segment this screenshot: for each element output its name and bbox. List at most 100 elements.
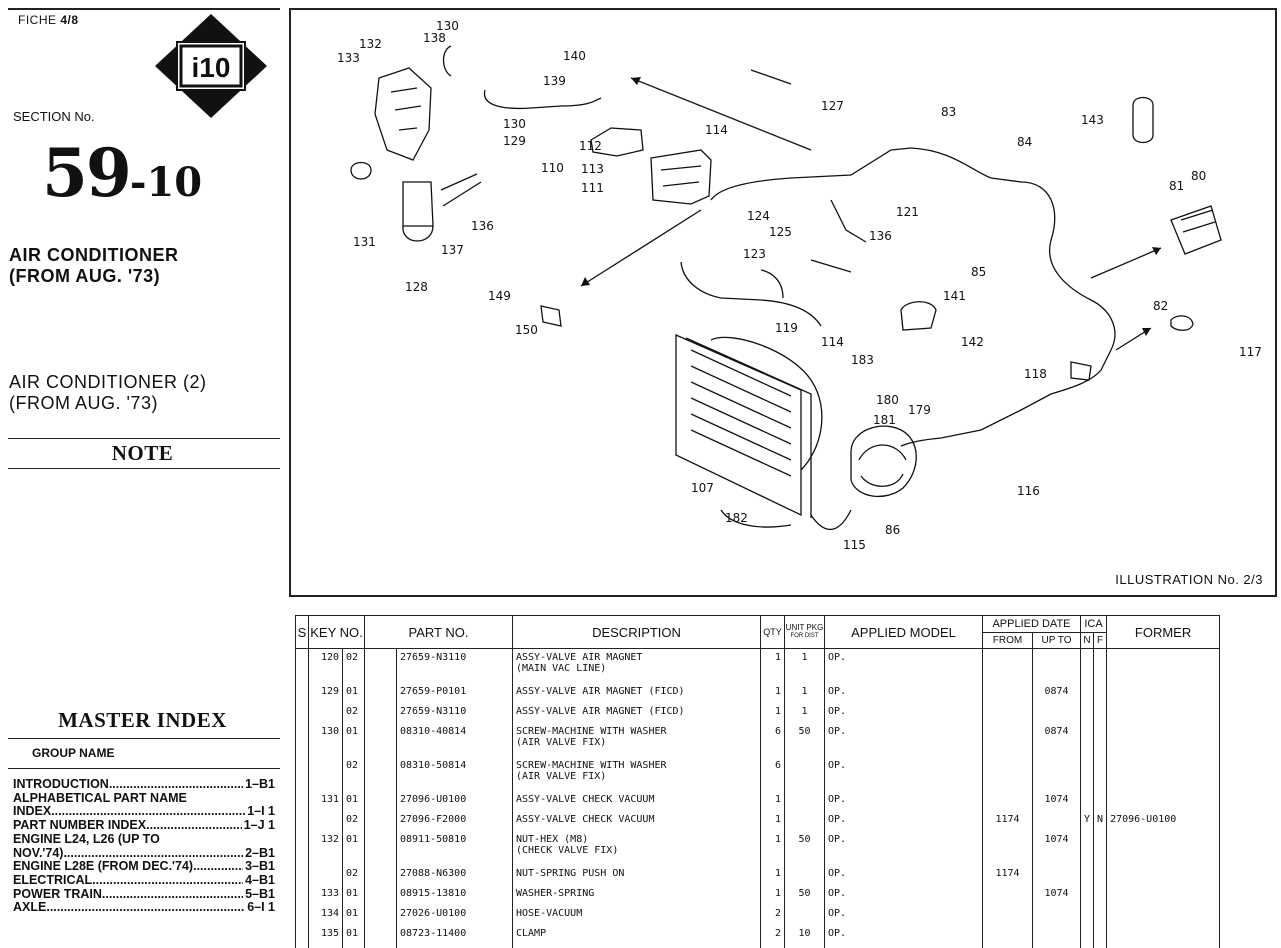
cell-applied-model: OP. — [825, 706, 983, 726]
cell-qty: 2 — [761, 928, 785, 948]
master-index-item[interactable]: PART NUMBER INDEX1–J 1 — [13, 819, 275, 833]
master-index-item-page: 1–J 1 — [242, 819, 275, 833]
cell-unit-pkg: 50 — [785, 834, 825, 868]
cell-from — [983, 908, 1033, 928]
description-line2: (AIR VALVE FIX) — [516, 771, 757, 782]
leader-dots — [63, 847, 243, 861]
section-badge-icon: i10 — [155, 14, 267, 118]
cell-ica-n — [1081, 706, 1094, 726]
callout-label: 84 — [1017, 135, 1032, 149]
cell-up-to: 1074 — [1033, 888, 1081, 908]
cell-s — [296, 794, 309, 814]
master-index-item[interactable]: INDEX1–I 1 — [13, 805, 275, 819]
cell-ica-n — [1081, 888, 1094, 908]
cell-ica-n — [1081, 649, 1094, 687]
cell-ica-f — [1094, 726, 1107, 760]
callout-label: 140 — [563, 49, 586, 63]
master-index-item[interactable]: NOV.'74) 2–B1 — [13, 847, 275, 861]
cell-key-no: 120 — [309, 649, 343, 687]
callout-label: 110 — [541, 161, 564, 175]
master-index-item-name: ENGINE L24, L26 (UP TO — [13, 833, 160, 847]
cell-ica-n — [1081, 928, 1094, 948]
cell-description: SCREW-MACHINE WITH WASHER(AIR VALVE FIX) — [513, 726, 761, 760]
master-index-item[interactable]: AXLE6–I 1 — [13, 901, 275, 915]
master-index-item[interactable]: ENGINE L28E (FROM DEC.'74)3–B1 — [13, 860, 275, 874]
cell-ica-f — [1094, 706, 1107, 726]
cell-qty: 1 — [761, 686, 785, 706]
master-index-item-page: 3–B1 — [243, 860, 275, 874]
drawing-line — [484, 90, 601, 108]
cell-applied-model: OP. — [825, 760, 983, 794]
callout-label: 132 — [359, 37, 382, 51]
master-index-item-page: 1–I 1 — [245, 805, 275, 819]
master-index-item-page: 4–B1 — [243, 874, 275, 888]
arrowhead-icon — [1142, 328, 1151, 336]
cell-ica-f — [1094, 760, 1107, 794]
master-index-item-page: 1–B1 — [243, 778, 275, 792]
cell-ss — [365, 814, 397, 834]
master-index-item[interactable]: ALPHABETICAL PART NAME — [13, 792, 275, 806]
callout-label: 118 — [1024, 367, 1047, 381]
cell-ica-n — [1081, 686, 1094, 706]
cell-unit-pkg: 50 — [785, 726, 825, 760]
cell-key-no — [309, 706, 343, 726]
cell-applied-model: OP. — [825, 834, 983, 868]
description-line1: ASSY-VALVE AIR MAGNET (FICD) — [516, 686, 757, 697]
callout-label: 124 — [747, 209, 770, 223]
cell-up-to — [1033, 908, 1081, 928]
master-index-item-name: AXLE — [13, 901, 46, 915]
callout-label: 131 — [353, 235, 376, 249]
master-index-item-name: NOV.'74) — [13, 847, 63, 861]
col-s: S — [296, 616, 309, 649]
description-line1: SCREW-MACHINE WITH WASHER — [516, 726, 757, 737]
cell-ica-n — [1081, 834, 1094, 868]
cell-unit-pkg — [785, 908, 825, 928]
section-title-line2: (FROM AUG. '73) — [9, 266, 179, 287]
master-index-item[interactable]: POWER TRAIN5–B1 — [13, 888, 275, 902]
cell-s — [296, 706, 309, 726]
description-line1: ASSY-VALVE AIR MAGNET — [516, 652, 757, 663]
master-index-item[interactable]: ELECTRICAL4–B1 — [13, 874, 275, 888]
cell-ss — [365, 928, 397, 948]
cell-from — [983, 794, 1033, 814]
master-index-item[interactable]: INTRODUCTION1–B1 — [13, 778, 275, 792]
callout-label: 80 — [1191, 169, 1206, 183]
master-index-item[interactable]: ENGINE L24, L26 (UP TO — [13, 833, 275, 847]
col-from: FROM — [983, 632, 1033, 649]
drawing-line — [859, 445, 906, 486]
cell-qty: 1 — [761, 706, 785, 726]
description-line1: WASHER-SPRING — [516, 888, 757, 899]
cell-key-no: 133 — [309, 888, 343, 908]
fiche-text: FICHE — [18, 13, 57, 27]
drawing-line — [403, 182, 433, 226]
callout-label: 83 — [941, 105, 956, 119]
col-key-no: KEY NO. — [309, 616, 365, 649]
drawing-line — [901, 302, 936, 330]
drawing-line — [811, 510, 851, 529]
drawing-line — [1171, 316, 1193, 330]
callout-label: 183 — [851, 353, 874, 367]
master-index-item-name: ALPHABETICAL PART NAME — [13, 792, 187, 806]
col-ica: ICA — [1081, 616, 1107, 633]
cell-ss — [365, 834, 397, 868]
illustration-number: ILLUSTRATION No. 2/3 — [1115, 572, 1263, 587]
description-line2: (MAIN VAC LINE) — [516, 663, 757, 674]
cell-ss — [365, 888, 397, 908]
description-line1: NUT-HEX (M8) — [516, 834, 757, 845]
parts-table: S KEY NO. PART NO. DESCRIPTION QTY UNIT … — [295, 615, 1220, 948]
master-index-item-page: 2–B1 — [243, 847, 275, 861]
cell-former — [1107, 834, 1220, 868]
